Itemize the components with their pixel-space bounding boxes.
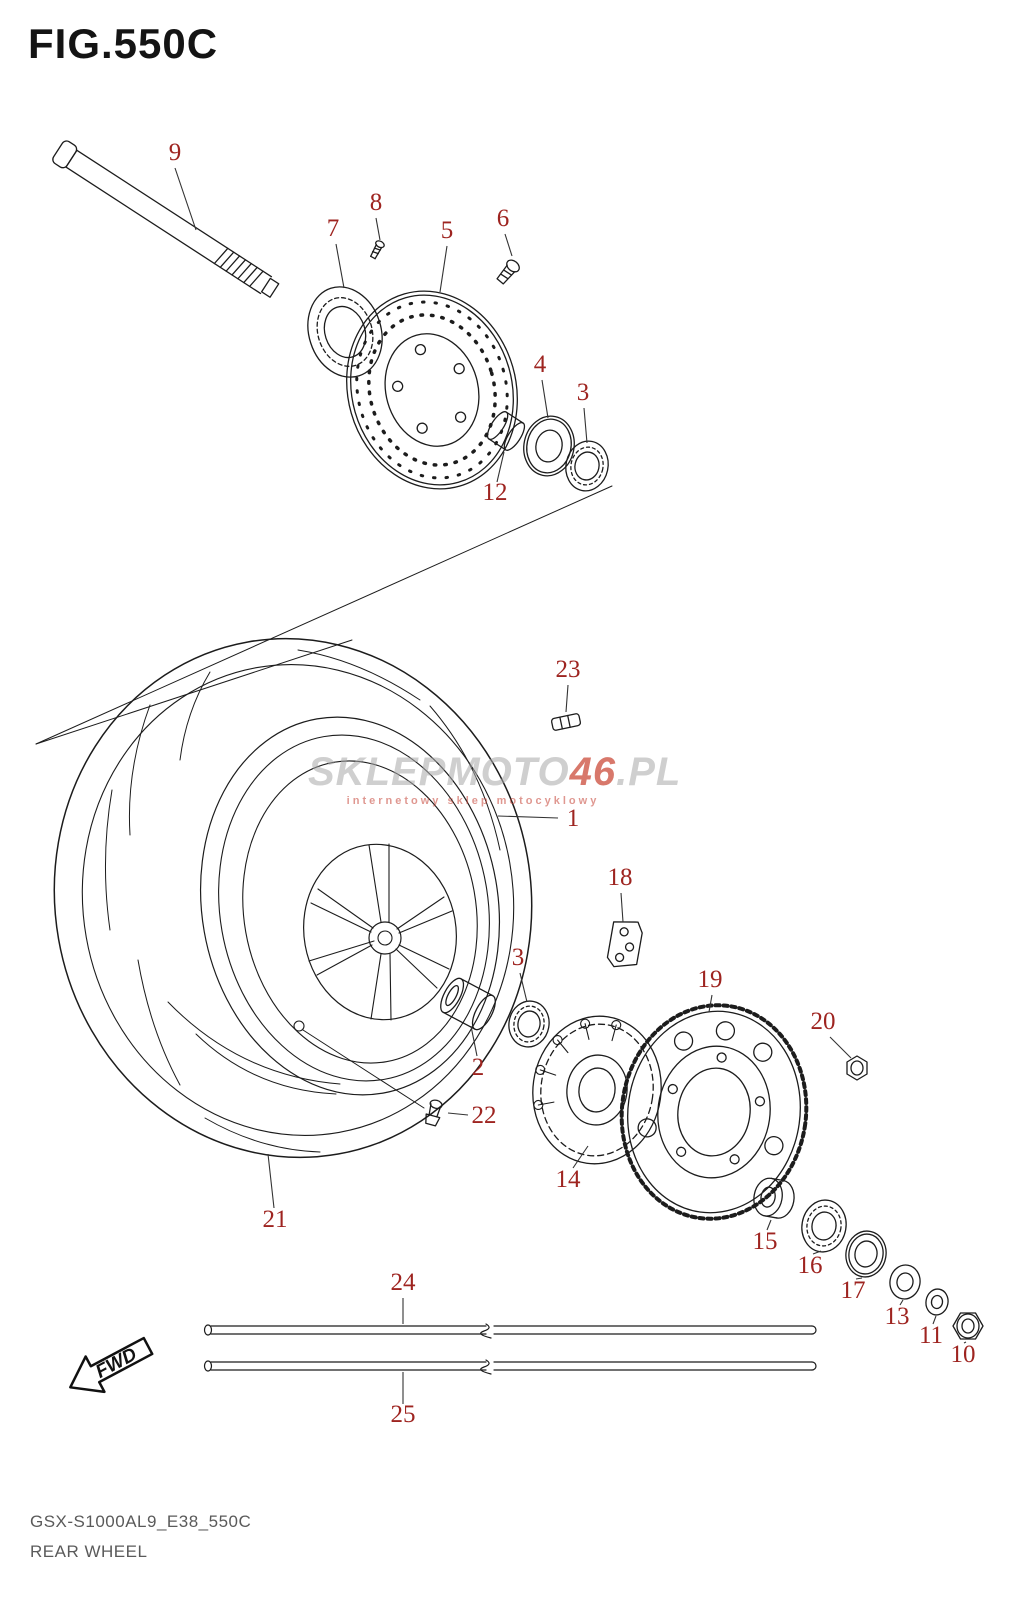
part-rod-25 xyxy=(203,1359,817,1375)
callout-leader-23 xyxy=(565,684,569,713)
part-sprocket xyxy=(619,1003,809,1221)
callout-leader-13 xyxy=(899,1299,904,1306)
part-seal-17 xyxy=(845,1230,887,1278)
callout-label-15: 15 xyxy=(753,1228,778,1255)
callout-label-18: 18 xyxy=(608,864,633,891)
callout-leader-6 xyxy=(504,233,513,257)
callout-leader-4 xyxy=(541,379,549,419)
part-balance-weight xyxy=(550,713,582,731)
wheel-spokes xyxy=(308,843,453,1021)
fwd-arrow: FWD xyxy=(69,1336,154,1394)
callout-label-8: 8 xyxy=(370,189,383,216)
callout-label-2: 2 xyxy=(472,1054,485,1081)
callout-leader-20 xyxy=(829,1036,852,1059)
part-spacer-2 xyxy=(440,977,496,1031)
callout-leader-22 xyxy=(447,1112,469,1116)
part-disc-bolt xyxy=(496,259,520,285)
callout-leader-18 xyxy=(620,892,624,923)
part-valve xyxy=(425,1099,443,1127)
callout-label-21: 21 xyxy=(263,1206,288,1233)
part-axle xyxy=(52,140,280,298)
callout-label-3a: 3 xyxy=(577,379,590,406)
footer: GSX-S1000AL9_E38_550C REAR WHEEL xyxy=(30,1512,251,1562)
callout-leader-11 xyxy=(932,1315,937,1325)
part-bearing-3-upper xyxy=(565,440,609,492)
hub-studs xyxy=(533,1018,622,1111)
callout-label-23: 23 xyxy=(556,656,581,683)
callout-label-14: 14 xyxy=(556,1166,582,1193)
part-retainer xyxy=(606,921,643,968)
part-bearing-16 xyxy=(801,1199,847,1253)
callout-label-4: 4 xyxy=(534,351,547,378)
callout-label-16: 16 xyxy=(798,1252,823,1279)
callout-leader-12 xyxy=(496,451,505,483)
callout-label-12: 12 xyxy=(483,479,508,506)
callout-leader-19 xyxy=(708,994,713,1013)
figure-title: FIG.550C xyxy=(28,20,219,67)
callout-leader-21 xyxy=(267,1153,275,1209)
tire-tread-marks xyxy=(104,649,501,1153)
callout-leader-16 xyxy=(812,1250,822,1255)
footer-part-code: GSX-S1000AL9_E38_550C xyxy=(30,1512,252,1531)
callout-leader-15 xyxy=(766,1219,772,1231)
callout-label-1: 1 xyxy=(567,805,580,832)
part-rod-24 xyxy=(203,1323,817,1339)
callout-leader-7 xyxy=(335,243,345,289)
callout-label-25: 25 xyxy=(391,1401,416,1428)
callout-leader-2 xyxy=(470,1025,478,1057)
callout-leader-14 xyxy=(572,1145,589,1169)
callout-leader-3a xyxy=(583,407,588,444)
callout-label-3b: 3 xyxy=(512,944,525,971)
part-sprocket-hub xyxy=(532,1015,662,1165)
axis-guide-lines xyxy=(35,485,613,745)
part-axle-nut xyxy=(952,1312,984,1340)
callout-leader-5 xyxy=(439,245,448,293)
callout-label-9: 9 xyxy=(169,139,182,166)
part-lock-washer xyxy=(307,286,383,378)
callout-leader-3b xyxy=(519,972,528,1003)
callout-leader-1 xyxy=(497,815,559,819)
callout-label-6: 6 xyxy=(497,205,510,232)
callout-leader-9 xyxy=(174,167,197,231)
part-rear-wheel xyxy=(53,637,533,1159)
callout-label-10: 10 xyxy=(951,1341,976,1368)
footer-figure-name: REAR WHEEL xyxy=(30,1542,148,1561)
callout-leader-17 xyxy=(855,1277,863,1280)
callout-label-24: 24 xyxy=(391,1269,417,1296)
fwd-label: FWD xyxy=(92,1344,140,1383)
callout-leader-10 xyxy=(963,1341,967,1344)
part-washer-11 xyxy=(925,1288,949,1316)
part-brake-disc xyxy=(346,290,518,490)
part-spacer-12 xyxy=(486,411,526,451)
part-screw xyxy=(370,240,385,260)
part-seal-4 xyxy=(523,415,575,477)
callout-label-7: 7 xyxy=(327,215,340,242)
callout-leader-8 xyxy=(375,217,381,241)
part-nut-20 xyxy=(846,1055,868,1081)
callout-label-11: 11 xyxy=(919,1322,943,1349)
callout-label-22: 22 xyxy=(472,1102,497,1129)
callout-label-13: 13 xyxy=(885,1303,910,1330)
callout-label-19: 19 xyxy=(698,966,723,993)
part-spacer-15 xyxy=(753,1177,795,1219)
part-washer-13 xyxy=(889,1264,921,1300)
callout-label-20: 20 xyxy=(811,1008,836,1035)
part-bearing-3-lower xyxy=(508,1000,550,1048)
callout-label-5: 5 xyxy=(441,217,454,244)
callout-label-17: 17 xyxy=(841,1277,866,1304)
